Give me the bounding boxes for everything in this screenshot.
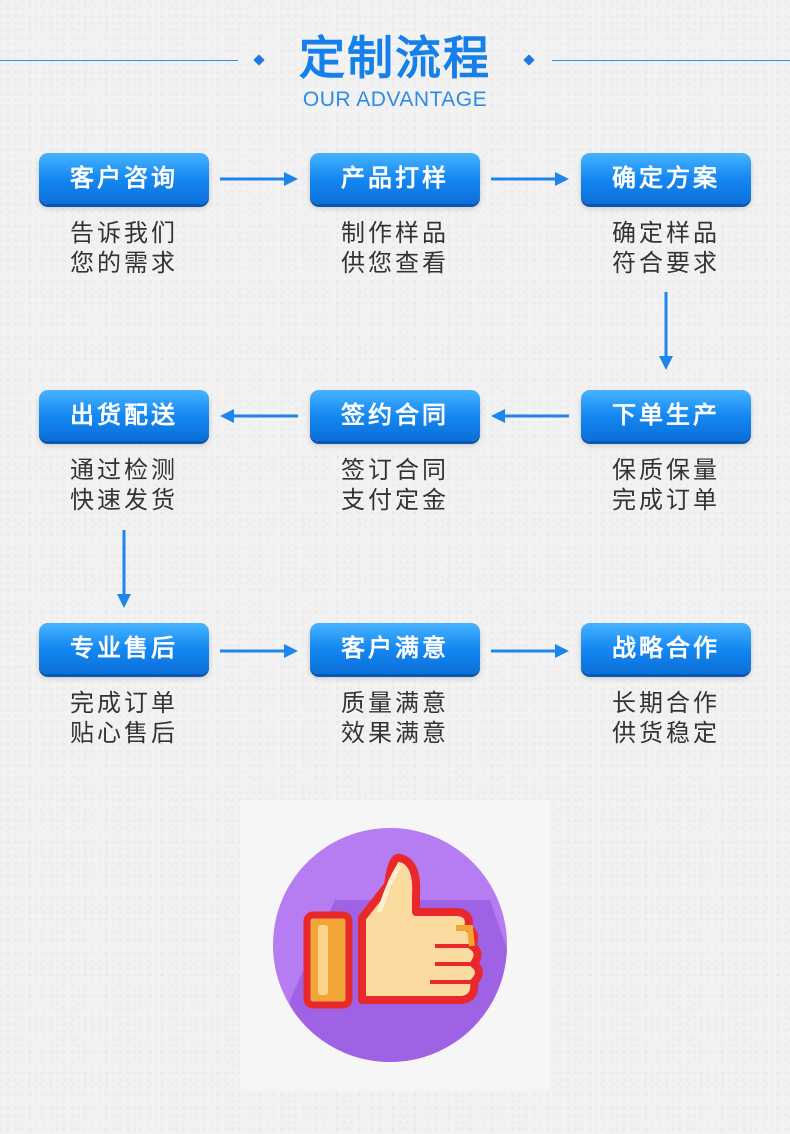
step-satisfaction[interactable]: 客户满意: [310, 623, 480, 677]
step-production-button[interactable]: 下单生产: [581, 390, 751, 441]
desc-line: 您的需求: [70, 249, 178, 277]
desc-line: 供您查看: [341, 249, 449, 277]
arrow-right-icon: [220, 172, 298, 186]
desc-line: 完成订单: [70, 689, 178, 717]
step-partnership-button[interactable]: 战略合作: [581, 623, 751, 674]
desc-line: 通过检测: [70, 456, 178, 484]
step-aftersale[interactable]: 专业售后: [39, 623, 209, 677]
step-partnership[interactable]: 战略合作: [581, 623, 751, 677]
arrow-right-icon: [491, 172, 569, 186]
desc-line: 制作样品: [341, 219, 449, 247]
step-production-desc: 保质保量 完成订单: [581, 455, 751, 515]
desc-line: 供货稳定: [612, 719, 720, 747]
step-consult[interactable]: 客户咨询: [39, 153, 209, 207]
step-plan[interactable]: 确定方案: [581, 153, 751, 207]
step-delivery-desc: 通过检测 快速发货: [39, 455, 209, 515]
arrow-left-icon: [491, 409, 569, 423]
desc-line: 签订合同: [341, 456, 449, 484]
desc-line: 支付定金: [341, 486, 449, 514]
desc-line: 贴心售后: [70, 719, 178, 747]
step-delivery-button[interactable]: 出货配送: [39, 390, 209, 441]
desc-line: 确定样品: [612, 219, 720, 247]
desc-line: 完成订单: [612, 486, 720, 514]
step-consult-desc: 告诉我们 您的需求: [39, 218, 209, 278]
arrow-right-icon: [491, 644, 569, 658]
step-sample[interactable]: 产品打样: [310, 153, 480, 207]
step-aftersale-desc: 完成订单 贴心售后: [39, 688, 209, 748]
desc-line: 符合要求: [612, 249, 720, 277]
step-aftersale-button[interactable]: 专业售后: [39, 623, 209, 674]
page-title: 定制流程: [299, 31, 491, 85]
step-satisfaction-button[interactable]: 客户满意: [310, 623, 480, 674]
step-consult-button[interactable]: 客户咨询: [39, 153, 209, 204]
desc-line: 效果满意: [341, 719, 449, 747]
step-partnership-desc: 长期合作 供货稳定: [581, 688, 751, 748]
step-contract-button[interactable]: 签约合同: [310, 390, 480, 441]
step-plan-button[interactable]: 确定方案: [581, 153, 751, 204]
desc-line: 快速发货: [70, 486, 178, 514]
desc-line: 保质保量: [612, 456, 720, 484]
title-divider-right: [552, 60, 790, 61]
desc-line: 告诉我们: [70, 219, 178, 247]
arrow-down-icon: [117, 530, 131, 608]
step-contract-desc: 签订合同 支付定金: [310, 455, 480, 515]
step-sample-button[interactable]: 产品打样: [310, 153, 480, 204]
arrow-down-icon: [659, 292, 673, 370]
step-satisfaction-desc: 质量满意 效果满意: [310, 688, 480, 748]
step-plan-desc: 确定样品 符合要求: [581, 218, 751, 278]
desc-line: 质量满意: [341, 689, 449, 717]
title-divider-left: [0, 60, 238, 61]
arrow-right-icon: [220, 644, 298, 658]
step-production[interactable]: 下单生产: [581, 390, 751, 444]
step-contract[interactable]: 签约合同: [310, 390, 480, 444]
step-delivery[interactable]: 出货配送: [39, 390, 209, 444]
page-subtitle: OUR ADVANTAGE: [302, 88, 488, 111]
arrow-left-icon: [220, 409, 298, 423]
thumbs-up-illustration: [240, 800, 550, 1090]
desc-line: 长期合作: [612, 689, 720, 717]
thumbs-up-icon: [273, 828, 507, 1062]
step-sample-desc: 制作样品 供您查看: [310, 218, 480, 278]
